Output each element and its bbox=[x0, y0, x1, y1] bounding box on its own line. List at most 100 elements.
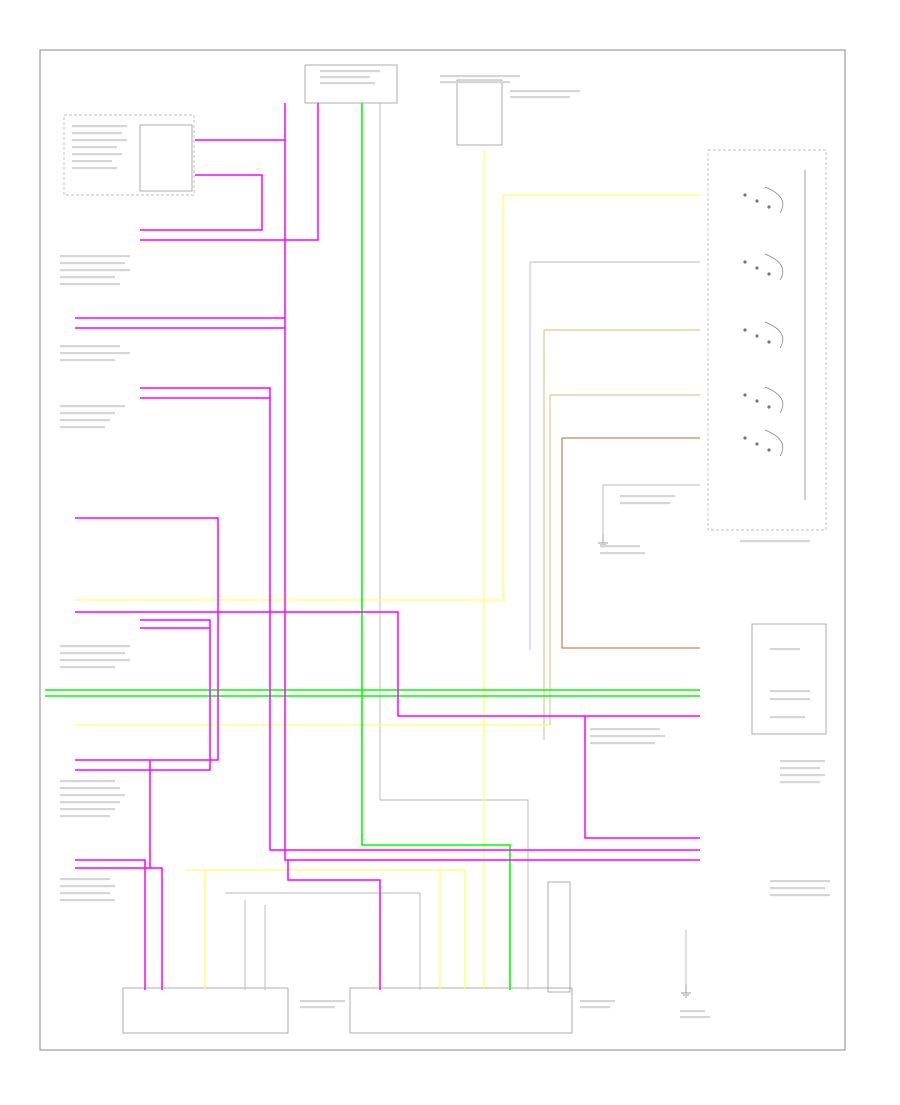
illegible-label bbox=[60, 276, 115, 279]
switch-contact bbox=[764, 429, 784, 457]
illegible-label bbox=[72, 153, 122, 156]
illegible-label bbox=[770, 716, 805, 719]
cluster-side-connector-box bbox=[547, 881, 571, 993]
wires-green bbox=[45, 103, 700, 990]
illegible-label bbox=[60, 899, 115, 902]
pink-wire bbox=[75, 859, 146, 990]
illegible-label bbox=[60, 283, 120, 286]
illegible-label bbox=[60, 419, 110, 422]
illegible-label bbox=[590, 728, 660, 731]
illegible-label bbox=[60, 666, 115, 669]
illegible-label bbox=[60, 815, 110, 818]
switch-contacts bbox=[743, 170, 806, 500]
wires-pink bbox=[75, 103, 700, 990]
illegible-label bbox=[770, 698, 810, 701]
connector-pin-icon bbox=[743, 260, 747, 264]
switch-contact bbox=[764, 386, 784, 414]
switch-contact bbox=[764, 186, 784, 214]
connector-pin-icon bbox=[755, 266, 759, 270]
illegible-label bbox=[60, 405, 125, 408]
connector-pin-icon bbox=[755, 199, 759, 203]
illegible-label bbox=[780, 760, 825, 763]
illegible-label bbox=[680, 1010, 705, 1013]
illegible-label bbox=[60, 262, 125, 265]
illegible-label bbox=[60, 892, 110, 895]
diagram-frame bbox=[39, 49, 846, 1051]
connector-pin-icon bbox=[767, 340, 771, 344]
connector-pin-icon bbox=[767, 405, 771, 409]
illegible-label bbox=[580, 1006, 610, 1009]
illegible-label bbox=[60, 652, 125, 655]
illegible-label bbox=[740, 540, 810, 543]
illegible-label bbox=[60, 878, 110, 881]
illegible-label bbox=[60, 787, 120, 790]
illegible-label bbox=[72, 139, 127, 142]
instrument-cluster-box bbox=[122, 987, 289, 1034]
wires-orange bbox=[561, 437, 700, 649]
connector-pin-icon bbox=[755, 442, 759, 446]
illegible-label bbox=[300, 1000, 345, 1003]
illegible-label bbox=[770, 690, 810, 693]
illegible-label bbox=[320, 82, 375, 85]
connector-pin-icon bbox=[743, 393, 747, 397]
connector-pin-icon bbox=[767, 272, 771, 276]
illegible-label bbox=[320, 70, 380, 73]
illegible-label bbox=[620, 502, 670, 505]
illegible-label bbox=[600, 552, 645, 555]
illegible-label bbox=[60, 352, 130, 355]
gray-wire bbox=[225, 892, 421, 990]
wires-tan bbox=[543, 329, 700, 740]
connector-pin-icon bbox=[755, 399, 759, 403]
connector-pin-icon bbox=[755, 334, 759, 338]
pink-wire bbox=[195, 139, 700, 861]
pink-wire bbox=[75, 867, 163, 990]
pink-wire bbox=[75, 619, 211, 771]
fuse-block-box bbox=[456, 79, 503, 146]
illegible-label bbox=[600, 545, 640, 548]
body-control-module-box bbox=[304, 64, 398, 104]
green-wire bbox=[361, 103, 511, 990]
radio-connector-box bbox=[139, 124, 193, 192]
illegible-label bbox=[60, 808, 115, 811]
illegible-label bbox=[440, 81, 510, 84]
illegible-label bbox=[72, 132, 122, 135]
yellow-wire bbox=[185, 869, 466, 990]
illegible-label bbox=[60, 801, 120, 804]
illegible-label bbox=[510, 96, 570, 99]
illegible-label bbox=[320, 76, 370, 79]
radio-component-box bbox=[63, 114, 195, 196]
connector-pin-icon bbox=[743, 328, 747, 332]
pink-wire bbox=[584, 716, 700, 839]
pink-wire bbox=[75, 517, 219, 761]
orange-wire bbox=[561, 438, 700, 649]
illegible-label bbox=[590, 735, 665, 738]
pink-wire bbox=[140, 174, 263, 231]
illegible-label bbox=[440, 75, 520, 78]
yellow-wire bbox=[75, 195, 504, 601]
gray-wire bbox=[379, 103, 529, 990]
wires-gray bbox=[225, 103, 700, 990]
illegible-label bbox=[60, 412, 115, 415]
illegible-label bbox=[680, 1016, 710, 1019]
connector-pin-icon bbox=[767, 448, 771, 452]
illegible-label bbox=[60, 359, 115, 362]
switch-contact bbox=[764, 321, 784, 349]
illegible-label bbox=[60, 345, 120, 348]
illegible-label bbox=[72, 160, 112, 163]
illegible-label bbox=[72, 167, 117, 170]
illegible-label bbox=[60, 269, 130, 272]
illegible-label bbox=[620, 495, 675, 498]
engine-control-module-box bbox=[751, 623, 827, 735]
illegible-label bbox=[300, 1006, 335, 1009]
illegible-label bbox=[60, 885, 115, 888]
illegible-label bbox=[60, 426, 105, 429]
illegible-label bbox=[60, 659, 130, 662]
illegible-label bbox=[60, 255, 130, 258]
ground-icon bbox=[681, 985, 691, 998]
switch-contact bbox=[764, 253, 784, 281]
connector-pin-icon bbox=[743, 436, 747, 440]
illegible-label bbox=[770, 648, 800, 651]
illegible-label bbox=[60, 794, 125, 797]
